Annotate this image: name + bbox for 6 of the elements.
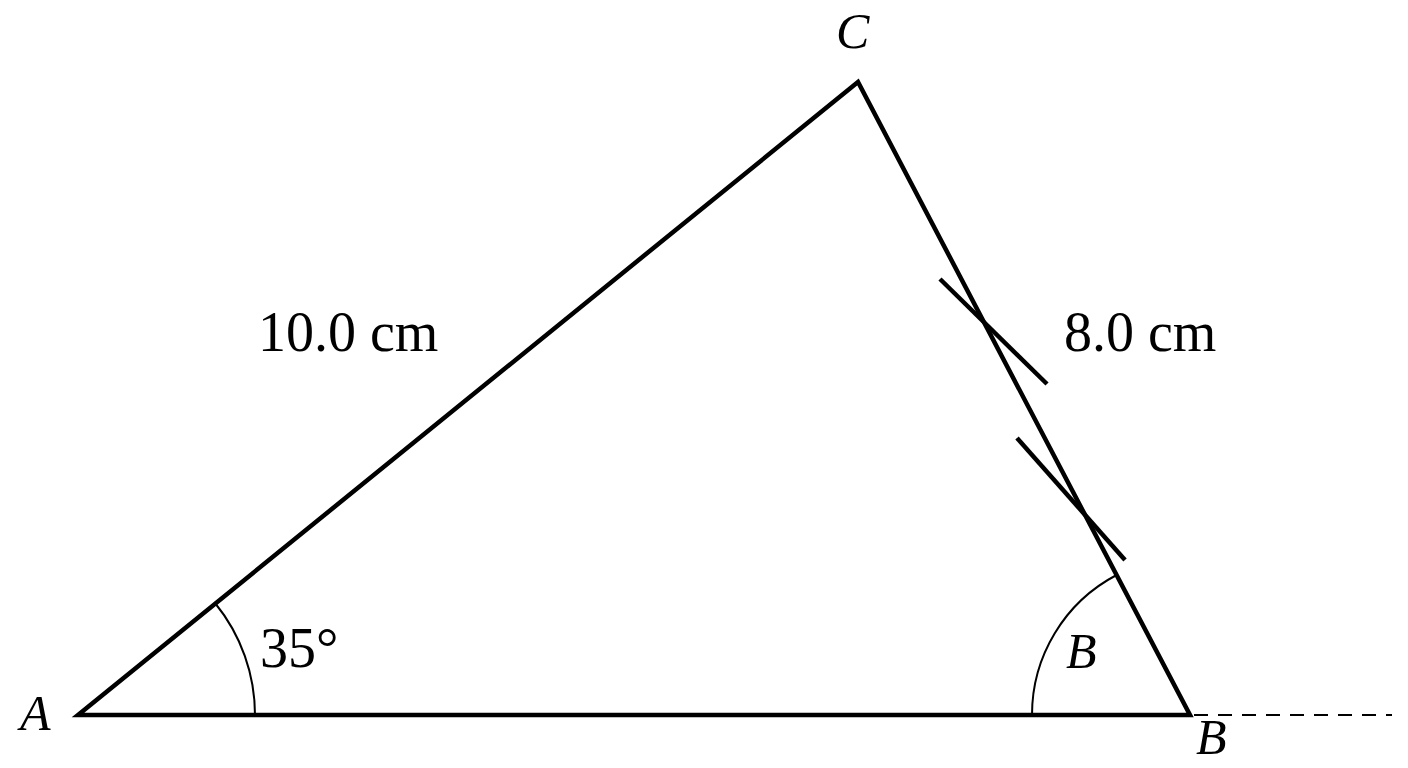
vertex-label: B <box>1196 712 1227 762</box>
side-length: 8.0 cm <box>1064 304 1217 360</box>
angle-label: B <box>1066 626 1097 676</box>
angle-label: 35° <box>260 620 339 676</box>
side-length: 10.0 cm <box>258 304 439 360</box>
vertex-label: C <box>836 6 870 56</box>
